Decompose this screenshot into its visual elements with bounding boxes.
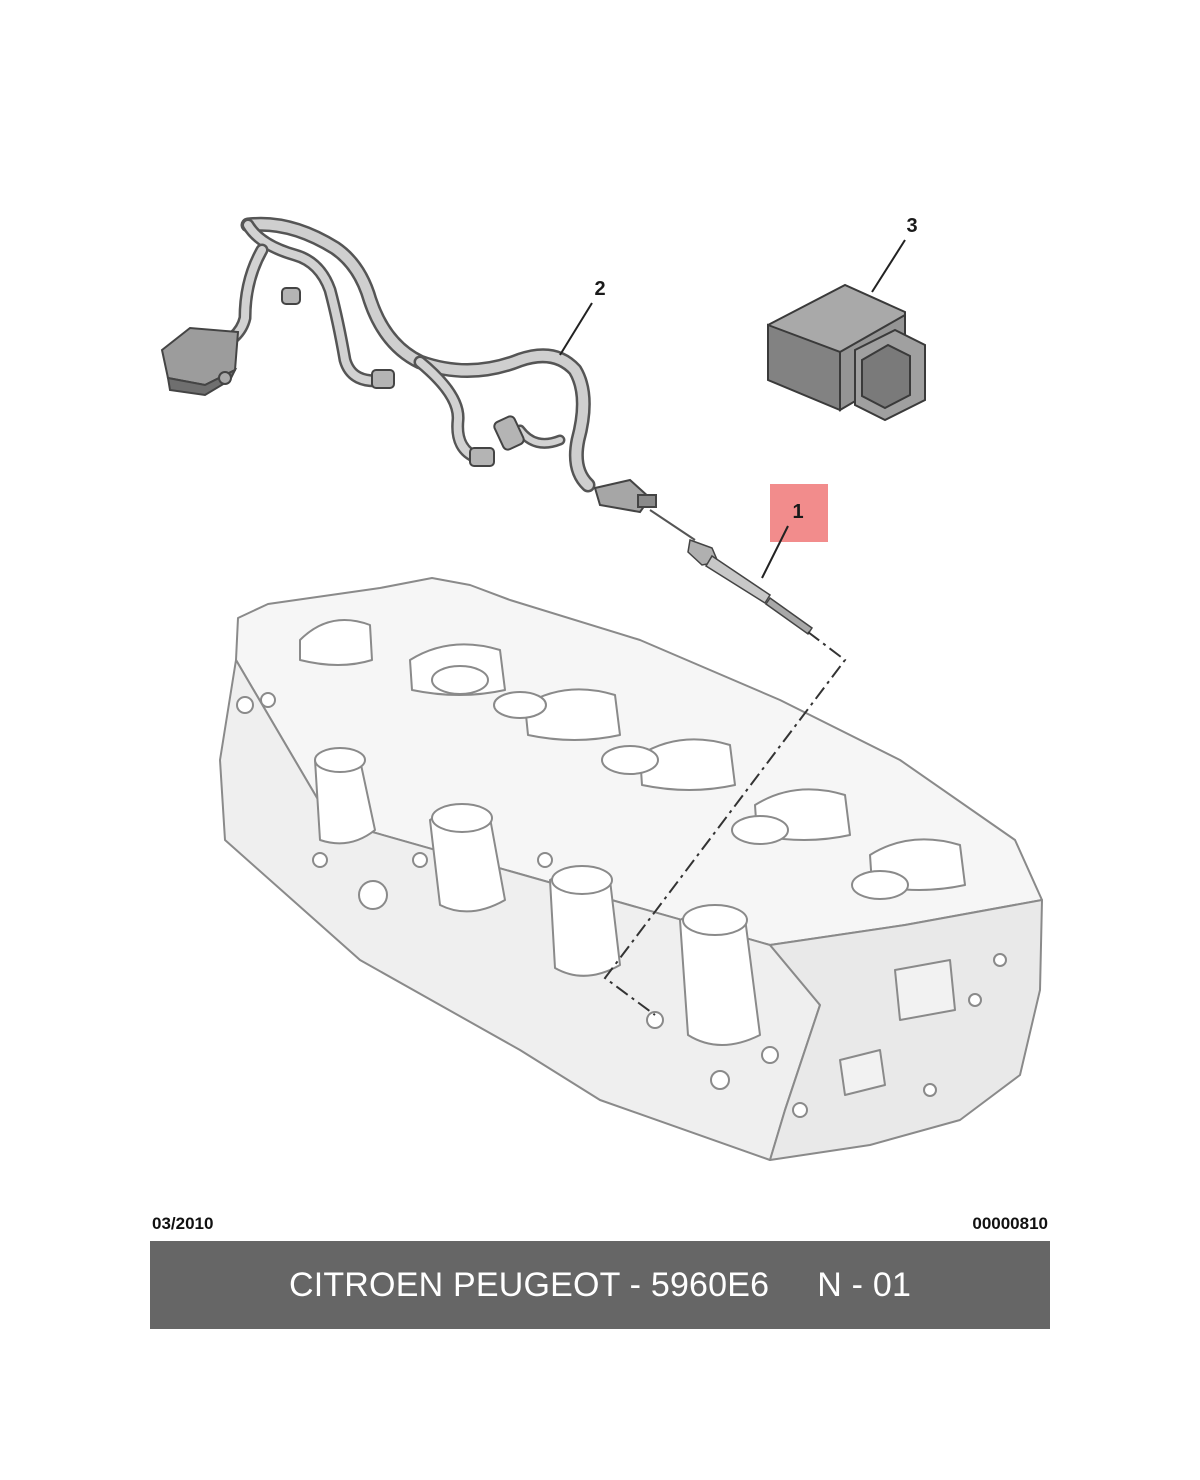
title-banner: CITROEN PEUGEOT - 5960E6 N - 01 xyxy=(150,1241,1050,1329)
callout-1: 1 xyxy=(761,484,828,579)
date-code: 03/2010 xyxy=(152,1214,214,1233)
callout-3: 3 xyxy=(871,215,918,293)
glow-plug xyxy=(649,509,814,636)
callout-1-label: 1 xyxy=(792,501,803,523)
banner-part-number: CITROEN PEUGEOT - 5960E6 xyxy=(288,1265,770,1304)
wiring-harness xyxy=(203,216,596,493)
callout-3-label: 3 xyxy=(906,215,917,237)
harness-connectors xyxy=(160,287,657,514)
banner-page-code: N - 01 xyxy=(817,1265,912,1304)
callout-2: 2 xyxy=(559,278,606,356)
glow-plug-relay xyxy=(767,283,926,422)
callout-2-label: 2 xyxy=(594,278,605,300)
assembly-line xyxy=(603,631,847,1016)
reference-code: 00000810 xyxy=(972,1214,1048,1233)
cylinder-head xyxy=(219,577,1043,1161)
parts-diagram: 1 2 3 xyxy=(160,215,1043,1161)
